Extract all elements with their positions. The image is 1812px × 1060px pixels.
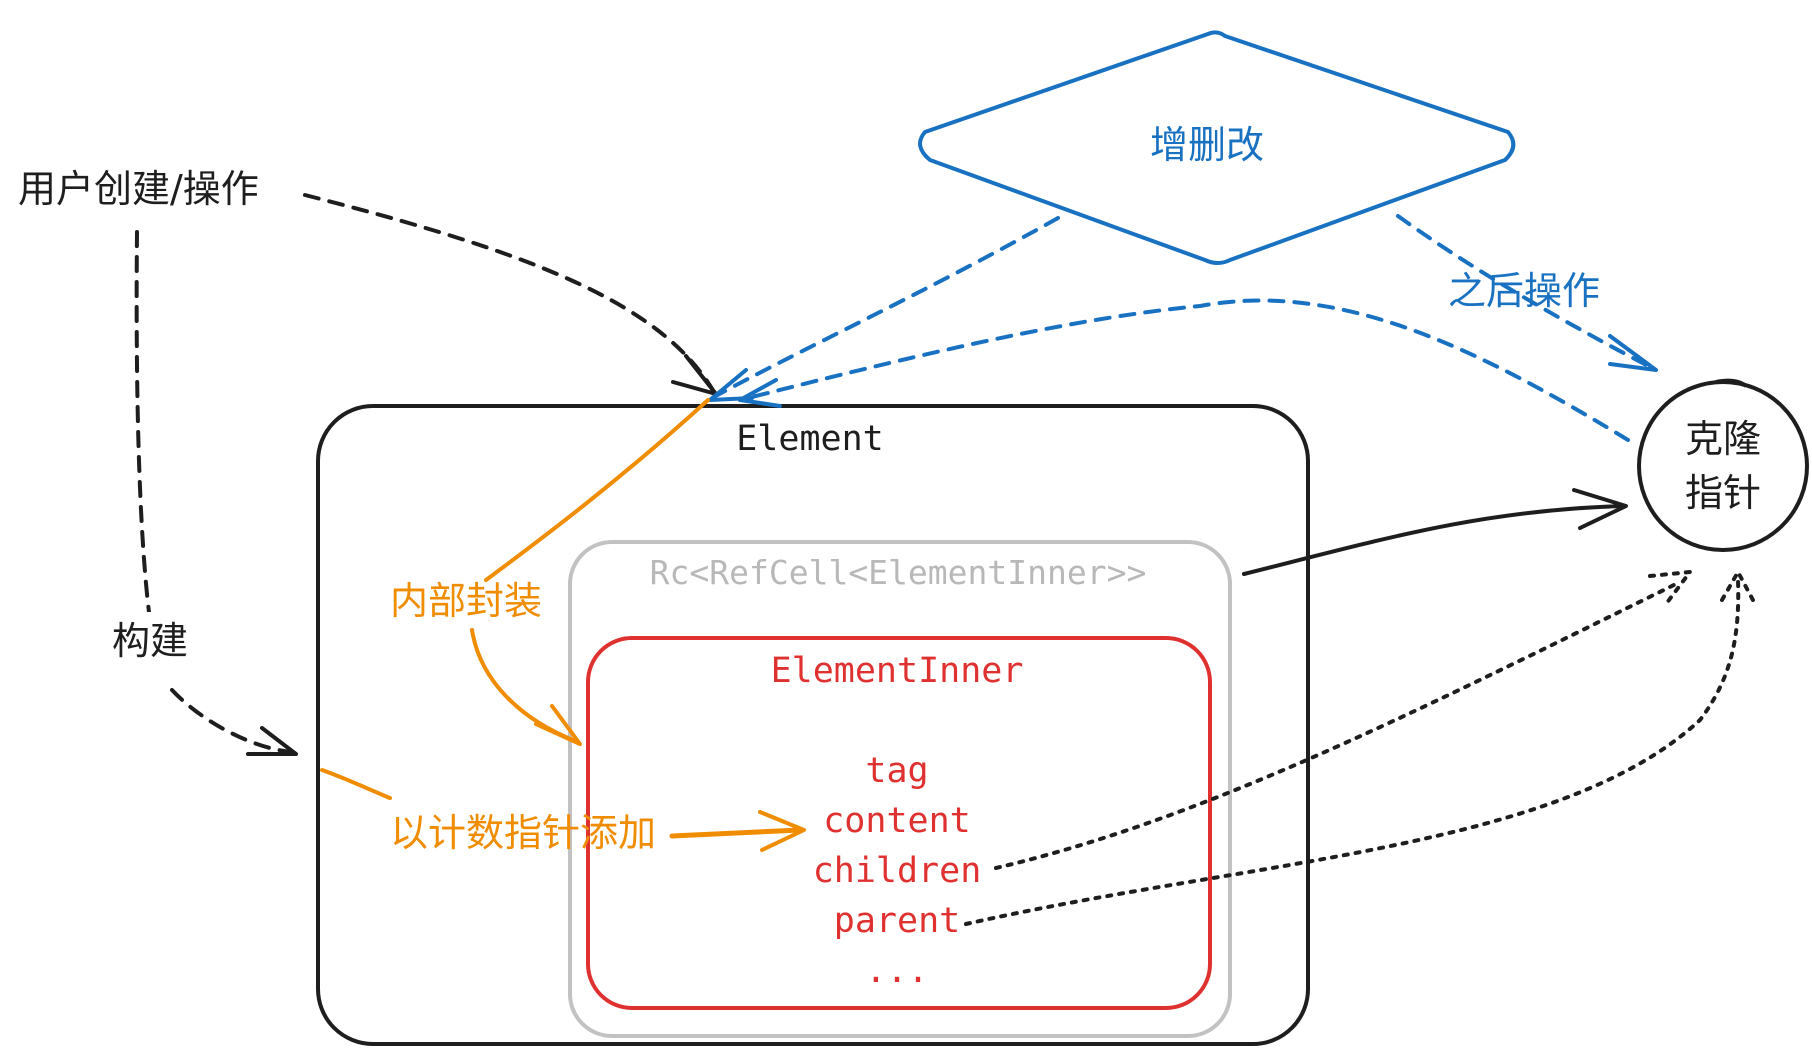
label-element-inner: ElementInner [771,651,1024,691]
element-inner-box [586,636,1212,1010]
field-content: content [823,801,971,841]
arrow-clone-to-element-head [738,378,782,408]
arrow-crud-to-element [710,216,1060,400]
arrow-parent-to-clone [964,578,1741,926]
arrow-rc-to-clone-head [1572,488,1628,530]
label-build-bg [108,612,198,670]
arrow-inner-wrap-head [534,704,582,746]
arrow-add-refcount [320,768,392,800]
clone-pointer-circle [1637,380,1809,552]
field-tag: tag [865,751,928,791]
clone-pointer-circle-overstroke [1715,378,1748,388]
label-element: Element [736,419,884,459]
arrow-crud-to-clone [1396,214,1654,370]
label-clone-pointer-1: 克隆 [1685,417,1761,461]
arrow-build-to-element-lower [170,688,294,754]
arrow-children-to-clone [994,580,1682,870]
arrow-crud-to-clone-head [1608,334,1658,372]
arrow-inner-wrap-lower [470,628,580,744]
arrow-build-to-element-head [246,726,298,756]
arrow-children-to-clone-head [1648,570,1692,606]
crud-diamond [918,30,1516,265]
label-rc-refcell: Rc<RefCell<ElementInner>> [650,553,1147,592]
label-build: 构建 [112,619,188,663]
label-crud: 增删改 [1150,123,1264,167]
label-add-refcount: 以计数指针添加 [390,811,656,855]
label-user-create: 用户创建/操作 [18,167,259,211]
label-after-op: 之后操作 [1448,269,1600,313]
rc-refcell-box [568,540,1232,1038]
arrow-add-refcount-lower [669,827,803,839]
arrow-add-refcount-head [758,810,806,852]
field-ellipsis: ... [865,951,928,991]
element-box [316,404,1310,1046]
label-inner-wrap: 内部封装 [390,579,542,623]
field-parent: parent [834,901,960,941]
arrow-inner-wrap [484,398,710,582]
arrow-build-to-element [134,230,152,622]
label-clone-pointer-2: 指针 [1685,471,1761,515]
arrow-user-to-element [303,193,716,394]
arrow-clone-to-element [738,298,1630,442]
arrow-parent-to-clone-head [1720,570,1756,604]
field-children: children [813,851,982,891]
arrow-rc-to-clone [1242,504,1626,576]
